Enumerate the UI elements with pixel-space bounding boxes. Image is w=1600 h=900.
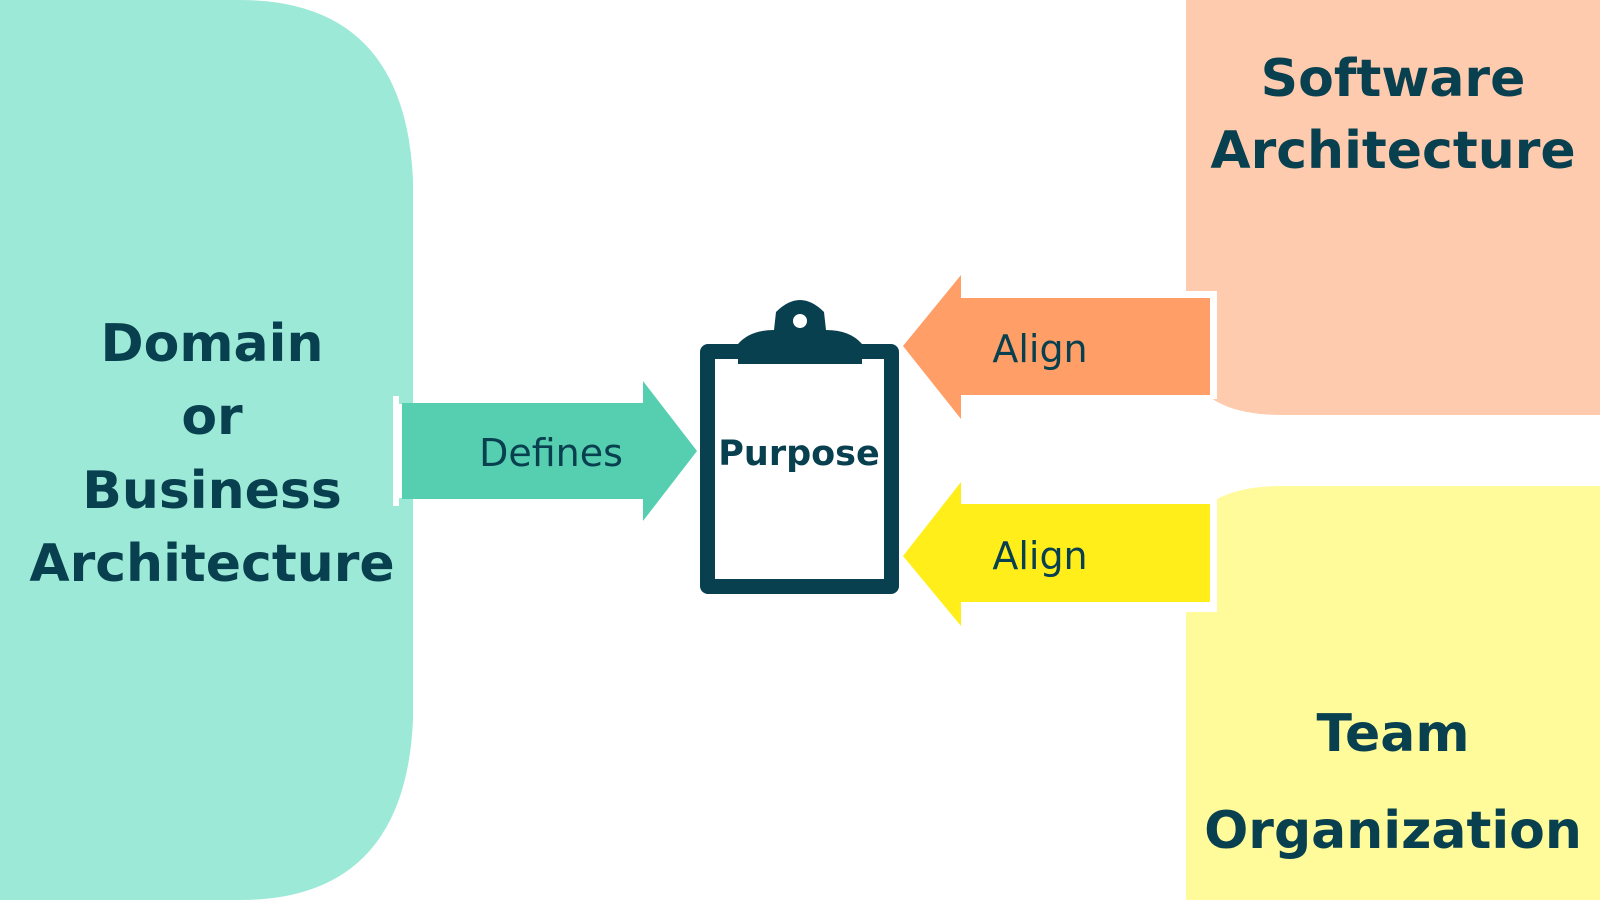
software-region bbox=[1186, 0, 1600, 415]
align-bottom-label: Align bbox=[992, 534, 1087, 578]
team-label-line-2: Organization bbox=[1204, 801, 1582, 861]
domain-label-line-3: Business bbox=[82, 461, 342, 521]
defines-arrow-body bbox=[402, 381, 697, 521]
team-label-line-1: Team bbox=[1316, 704, 1469, 764]
align-top-arrow bbox=[903, 275, 1210, 419]
clipboard-icon bbox=[700, 300, 899, 594]
domain-region bbox=[0, 0, 413, 900]
software-label-line-1: Software bbox=[1261, 49, 1526, 109]
domain-label-line-4: Architecture bbox=[29, 534, 394, 594]
purpose-label: Purpose bbox=[718, 434, 880, 474]
team-region bbox=[1186, 486, 1600, 900]
domain-label-line-1: Domain bbox=[100, 314, 323, 374]
defines-label: Defines bbox=[479, 431, 623, 475]
software-label-line-2: Architecture bbox=[1210, 121, 1575, 181]
domain-label-line-2: or bbox=[181, 387, 243, 447]
align-bottom-arrow bbox=[903, 482, 1210, 626]
align-top-label: Align bbox=[992, 327, 1087, 371]
